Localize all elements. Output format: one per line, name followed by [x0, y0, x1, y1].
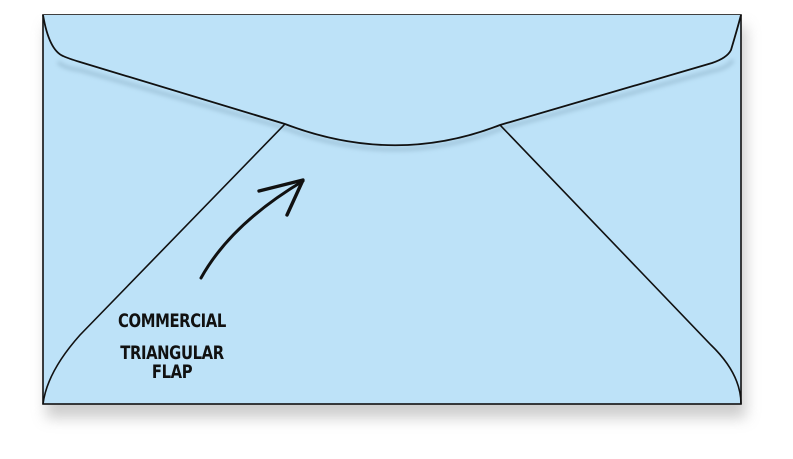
top-flap	[42, 14, 742, 147]
left-fold-line	[42, 123, 286, 405]
flap-label-line-2: TRIANGULAR FLAP	[120, 342, 224, 383]
flap-label-line-1: COMMERCIAL	[118, 310, 226, 332]
right-fold-line	[499, 124, 742, 405]
flap-edge-shadow	[56, 58, 735, 152]
pointer-arrow-head	[257, 178, 305, 217]
pointer-arrow-shaft	[199, 179, 305, 280]
